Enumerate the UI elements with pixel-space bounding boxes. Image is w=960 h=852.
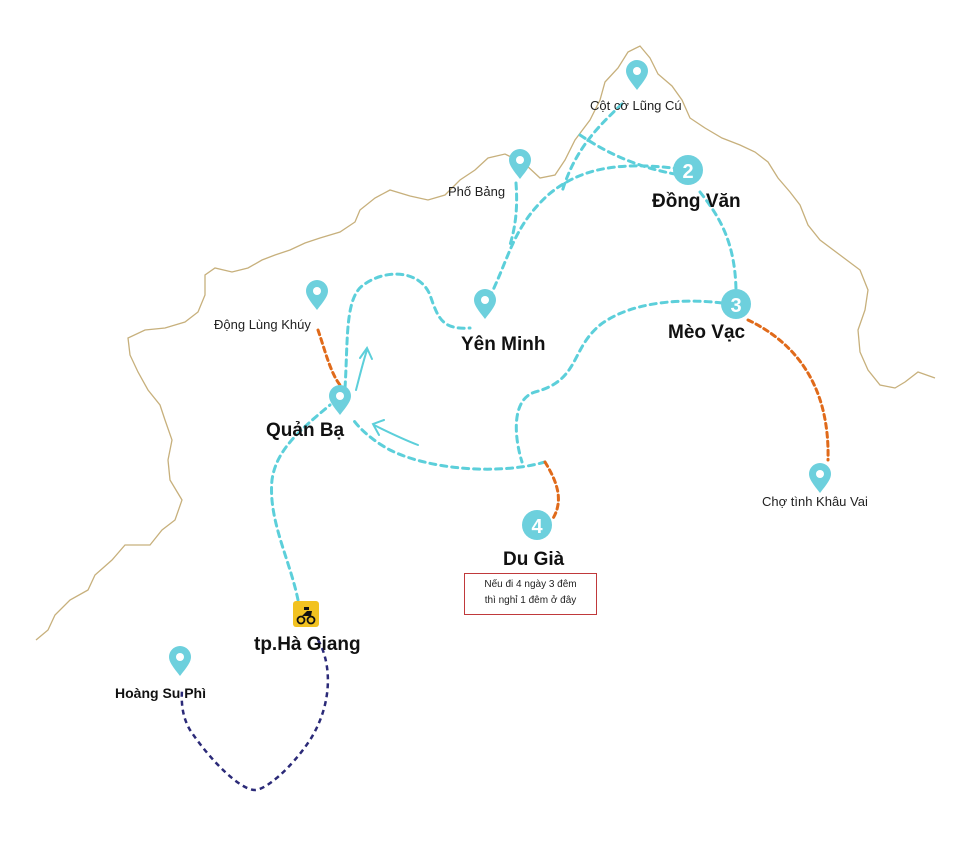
place-label-dong-lung-khuy: Động Lùng Khúy — [214, 317, 311, 332]
route-hagiang-quanba — [270, 403, 332, 602]
map-pin-icon[interactable] — [306, 280, 328, 310]
place-label-du-gia: Du Già — [503, 549, 565, 570]
place-label-pho-bang: Phố Bảng — [448, 184, 506, 199]
route-phobang-yenminh — [508, 181, 519, 247]
stop-number: 3 — [730, 295, 741, 317]
place-label-yen-minh: Yên Minh — [461, 334, 546, 355]
stop-marker-dong-van[interactable]: 2 — [673, 155, 703, 185]
direction-arrow-north — [355, 349, 368, 391]
route-to-du-gia — [543, 460, 560, 522]
note-line-2: thì nghỉ 1 đêm ở đây — [484, 595, 577, 606]
stop-number: 2 — [682, 161, 693, 183]
map-pin-icon[interactable] — [169, 646, 191, 676]
map-pin-icon[interactable] — [626, 60, 648, 90]
motorbike-icon[interactable] — [293, 601, 319, 627]
stop-number: 4 — [531, 516, 543, 538]
place-label-quan-ba: Quản Bạ — [266, 420, 345, 441]
place-label-lung-cu: Cột cờ Lũng Cú — [590, 98, 682, 113]
main-route — [270, 102, 738, 602]
stop-marker-du-gia[interactable]: 4 — [522, 510, 552, 540]
note-line-1: Nếu đi 4 ngày 3 đêm — [484, 579, 577, 590]
province-border — [35, 45, 936, 641]
route-meovac-dugia — [514, 299, 724, 464]
place-label-hoang-su-phi: Hoàng Su Phì — [115, 685, 206, 701]
route-dugia-quanba — [350, 416, 547, 471]
route-dongvan-meovac — [698, 190, 738, 292]
map-pin-icon[interactable] — [329, 385, 351, 415]
place-label-cho-tinh-khau-vai: Chợ tình Khâu Vai — [762, 494, 868, 509]
route-lungcu-1 — [560, 102, 624, 194]
map-pin-icon[interactable] — [809, 463, 831, 493]
map-pin-icon[interactable] — [474, 289, 496, 319]
route-quanba-yenminh — [343, 272, 472, 390]
stop-marker-meo-vac[interactable]: 3 — [721, 289, 751, 319]
route-to-hoang-su-phi — [180, 639, 330, 792]
place-label-ha-giang: tp.Hà Giang — [254, 634, 361, 655]
map-pin-icon[interactable] — [509, 149, 531, 179]
place-label-dong-van: Đồng Văn — [652, 191, 741, 212]
direction-arrow-west-head — [371, 419, 385, 436]
route-to-khau-vai — [746, 318, 830, 462]
route-to-lung-khuy — [316, 328, 342, 387]
direction-arrow-west — [373, 424, 419, 446]
direction-arrow-north-head — [359, 345, 373, 360]
route-yenminh-dongvan — [482, 164, 690, 310]
route-lungcu-2 — [578, 133, 682, 177]
place-label-meo-vac: Mèo Vạc — [668, 322, 746, 343]
overnight-note: Nếu đi 4 ngày 3 đêm thì nghỉ 1 đêm ở đây — [464, 573, 597, 615]
